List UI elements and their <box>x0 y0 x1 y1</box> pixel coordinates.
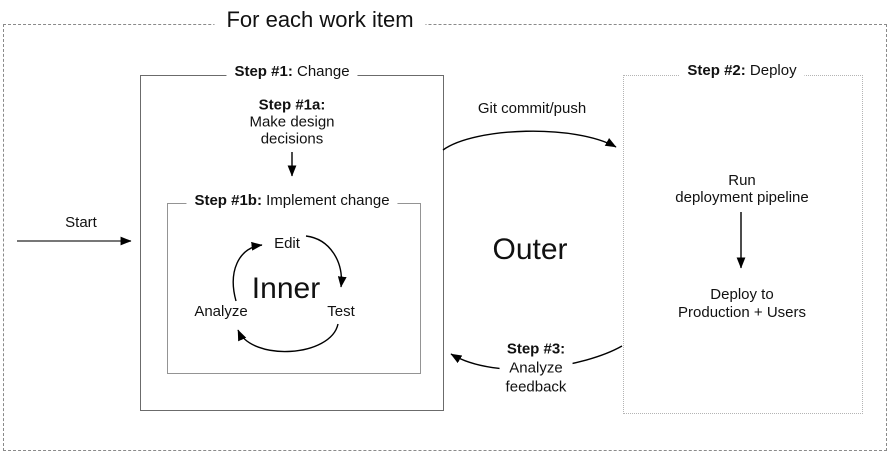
step1a-label-line1: Make design <box>249 113 335 131</box>
git-commit-push-label: Git commit/push <box>477 100 587 117</box>
run-pipeline-line1: Run <box>728 172 756 189</box>
step1b-title-bold: Step #1b: <box>194 192 262 209</box>
step3-label-line1: Analyze <box>509 359 563 377</box>
step1-title-bold: Step #1: <box>234 63 293 80</box>
outer-loop-label: Outer <box>492 233 568 266</box>
deploy-production-label: Deploy to Production + Users <box>678 286 806 322</box>
step1b-title-rest: Implement change <box>261 192 390 209</box>
outer-loop-boundary <box>3 24 887 451</box>
cycle-edit-label: Edit <box>271 235 303 253</box>
step3-label-line2: feedback <box>505 378 567 396</box>
step3-label-bold: Step #3: <box>506 340 566 358</box>
step1-title-rest: Change <box>292 63 350 80</box>
start-label: Start <box>65 214 97 231</box>
step2-box <box>623 75 863 414</box>
step1b-title: Step #1b: Implement change <box>186 192 398 210</box>
diagram-title: For each work item <box>214 7 426 33</box>
inner-loop-label: Inner <box>251 272 321 305</box>
deploy-label-line2: Production + Users <box>678 304 806 321</box>
cycle-test-label: Test <box>324 303 358 321</box>
step1-title: Step #1: Change <box>226 63 358 81</box>
run-pipeline-label: Run deployment pipeline <box>675 172 808 206</box>
cycle-analyze-label: Analyze <box>191 303 251 321</box>
step1a-label-bold: Step #1a: <box>258 96 326 114</box>
run-pipeline-line2: deployment pipeline <box>675 189 809 206</box>
step1a-label-line2: decisions <box>260 130 324 148</box>
step2-title-rest: Deploy <box>745 62 797 79</box>
step1a-label: Step #1a: Make design decisions <box>249 97 334 148</box>
deploy-label-line1: Deploy to <box>710 286 774 303</box>
step2-title-bold: Step #2: <box>687 62 746 79</box>
step2-title: Step #2: Deploy <box>679 62 805 80</box>
step3-label: Step #3: Analyze feedback <box>499 339 573 397</box>
